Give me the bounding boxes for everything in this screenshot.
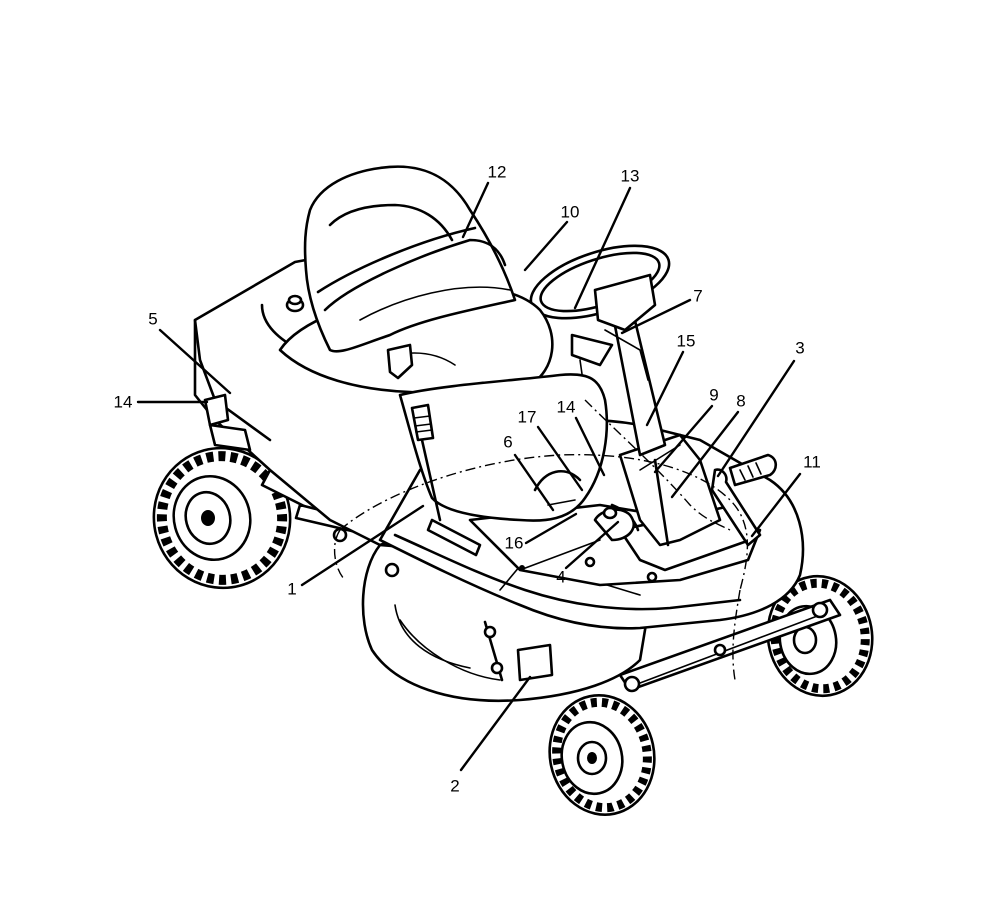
callout-12: 12: [488, 162, 507, 181]
callout-3: 3: [795, 338, 804, 357]
callout-8: 8: [736, 391, 745, 410]
seat: [278, 165, 554, 396]
callout-labels: 1 2 3 4 5 6 7 8 9 10 11 12 13 14 14 15 1…: [114, 162, 821, 795]
callout-14-left: 14: [114, 392, 133, 411]
callout-5: 5: [148, 309, 157, 328]
callout-14-center: 14: [557, 397, 576, 416]
callout-6: 6: [503, 432, 512, 451]
belt-routing: [333, 399, 749, 681]
leader-lines: [136, 181, 802, 772]
callout-15: 15: [677, 331, 696, 350]
callout-10: 10: [561, 202, 580, 221]
callout-17: 17: [518, 407, 537, 426]
callout-1: 1: [287, 579, 296, 598]
callout-4: 4: [556, 567, 565, 586]
callout-11: 11: [803, 452, 821, 471]
rear-left-wheel: [152, 446, 292, 590]
front-wheel: [548, 694, 656, 816]
lift-lever: [410, 403, 482, 557]
callout-7: 7: [693, 286, 702, 305]
callout-9: 9: [709, 385, 718, 404]
front-axle: [618, 598, 842, 693]
steering-wheel: [529, 244, 671, 332]
dash-cowl: [398, 373, 609, 522]
callout-16: 16: [505, 533, 524, 552]
callout-13: 13: [621, 166, 640, 185]
callout-2: 2: [450, 776, 459, 795]
